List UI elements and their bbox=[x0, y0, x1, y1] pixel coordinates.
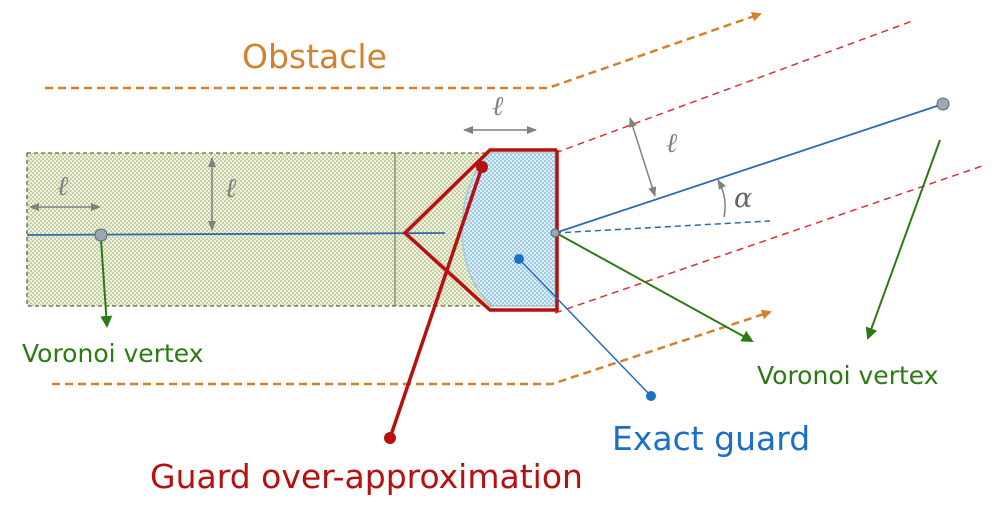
voronoi-vertex-right-label: Voronoi vertex bbox=[757, 361, 939, 390]
guard-over-approximation-label: Guard over-approximation bbox=[150, 457, 583, 496]
pointer-voronoi-left bbox=[100, 239, 113, 328]
ell-right-label: ℓ bbox=[666, 128, 678, 159]
voronoi-vertex-left-label: Voronoi vertex bbox=[22, 339, 204, 368]
voronoi-vertex-left-point bbox=[94, 228, 108, 242]
exact-guard-center-point bbox=[514, 254, 524, 264]
pointer-guard-over bbox=[388, 166, 484, 439]
direction-reference-dashed bbox=[554, 220, 771, 234]
pointer-voronoi-right-guard bbox=[557, 233, 754, 342]
exact-guard-region bbox=[461, 152, 556, 307]
obstacle-boundary-top bbox=[45, 11, 762, 90]
alpha-angle-arc bbox=[717, 179, 726, 218]
alpha-label: α bbox=[734, 183, 752, 214]
ell-top-label: ℓ bbox=[492, 91, 504, 122]
pointer-voronoi-right-vertex bbox=[865, 139, 941, 340]
obstacle-boundary-bottom bbox=[52, 309, 772, 386]
guard-over-vertex-point bbox=[476, 161, 488, 173]
obstacle-label: Obstacle bbox=[242, 37, 387, 76]
exact-guard-label-point bbox=[646, 391, 656, 401]
guard-over-label-point bbox=[384, 432, 396, 444]
guard-apex-point bbox=[550, 228, 560, 238]
pointer-exact-guard bbox=[518, 258, 652, 397]
offset-line-upper bbox=[554, 19, 916, 154]
ell-left-vertical-label: ℓ bbox=[225, 173, 237, 204]
offset-line-lower bbox=[554, 164, 986, 314]
voronoi-vertex-right-point bbox=[936, 97, 950, 111]
ell-left-horizontal-label: ℓ bbox=[57, 171, 69, 202]
voronoi-edge-right bbox=[554, 103, 944, 234]
dim-arrow-right bbox=[628, 117, 657, 197]
exact-guard-label: Exact guard bbox=[612, 419, 810, 458]
